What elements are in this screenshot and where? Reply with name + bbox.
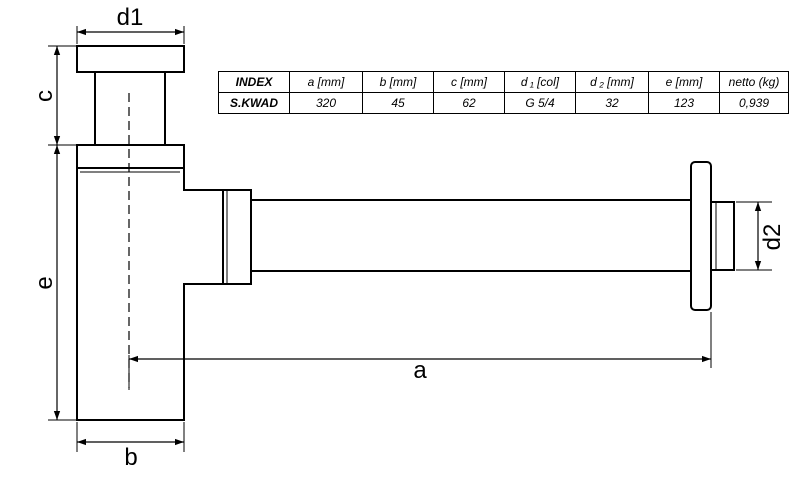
label-a: a [413,357,427,384]
nut-ring [76,144,185,169]
spec-table: INDEX a [mm] b [mm] c [mm] d ₁ [col] d ₂… [218,71,789,114]
spec-table-row: S.KWAD 320 45 62 G 5/4 32 123 0,939 [218,92,789,114]
spec-cell-e: 123 [648,92,720,114]
spec-cell-index: S.KWAD [218,92,290,114]
spec-cell-d1: G 5/4 [504,92,576,114]
spec-cell-a: 320 [289,92,363,114]
wall-flange [690,161,712,311]
siphon-outline [76,45,735,421]
label-d2: d2 [759,224,786,251]
spec-cell-b: 45 [362,92,434,114]
outlet-pipe [250,199,692,272]
label-b: b [124,444,137,471]
spec-header-d1: d ₁ [col] [504,71,576,93]
spec-header-d2: d ₂ [mm] [575,71,649,93]
spec-header-b: b [mm] [362,71,434,93]
spec-cell-d2: 32 [575,92,649,114]
spec-header-a: a [mm] [289,71,363,93]
label-e: e [31,276,58,289]
spec-table-header-row: INDEX a [mm] b [mm] c [mm] d ₁ [col] d ₂… [218,71,789,93]
label-d1: d1 [117,4,144,31]
label-c: c [31,90,58,102]
spec-header-c: c [mm] [433,71,505,93]
spec-header-netto: netto (kg) [719,71,789,93]
dimension-lines [53,28,762,446]
spec-cell-c: 62 [433,92,505,114]
spec-header-e: e [mm] [648,71,720,93]
spec-cell-netto: 0,939 [719,92,789,114]
pipe-end [710,201,735,271]
trap-body [76,168,223,421]
spec-header-index: INDEX [218,71,290,93]
top-cap [76,45,185,73]
